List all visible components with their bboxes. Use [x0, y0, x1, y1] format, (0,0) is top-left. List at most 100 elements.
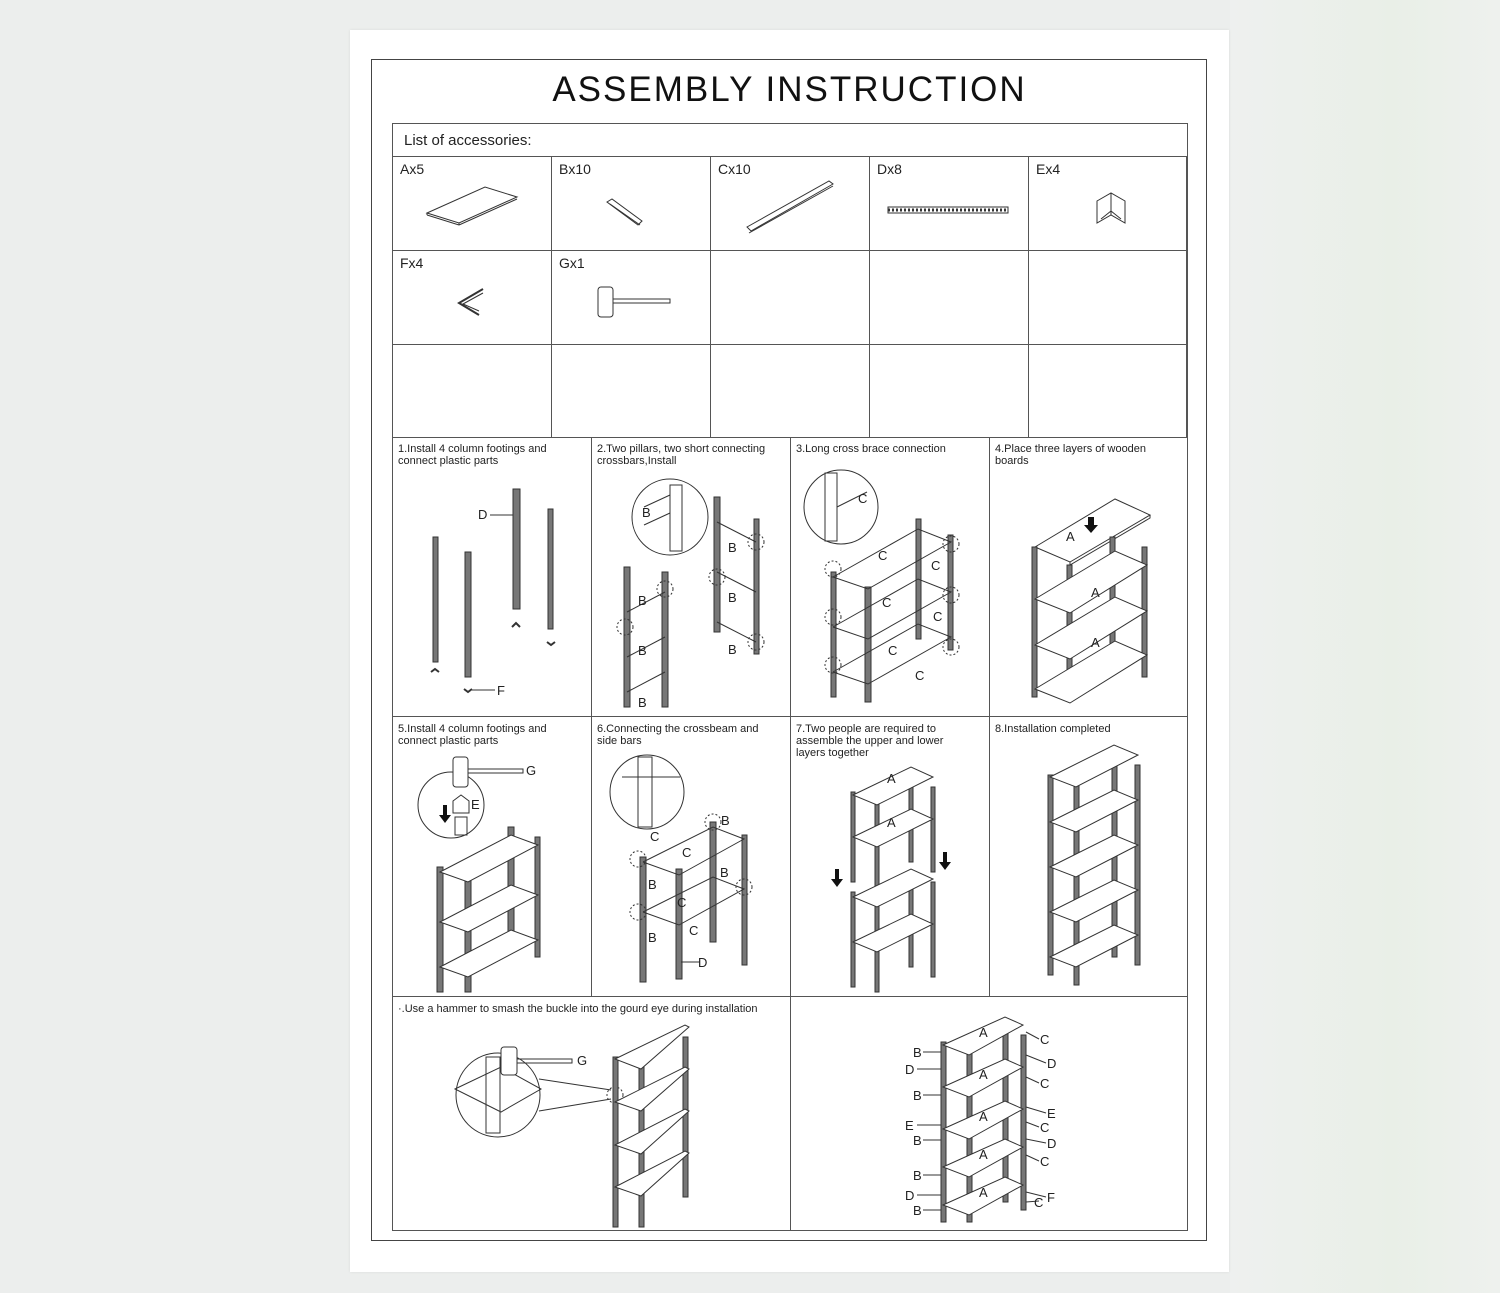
- step-caption: 1.Install 4 column footings and connect …: [398, 443, 547, 467]
- part-label: B: [638, 593, 647, 608]
- part-label: F: [497, 683, 505, 698]
- exploded-view-illustration: B D B E B B D B C D C E C D C F C A A A: [905, 1016, 1056, 1223]
- part-label: C: [858, 491, 867, 506]
- accessory-cell-empty: [711, 251, 870, 345]
- part-label: D: [1047, 1056, 1056, 1071]
- part-label: B: [638, 695, 647, 710]
- part-label: B: [648, 877, 657, 892]
- step-1: 1.Install 4 column footings and connect …: [393, 437, 592, 717]
- accessory-cell-empty: [552, 345, 711, 437]
- part-label: B: [721, 813, 730, 828]
- part-label: B: [648, 930, 657, 945]
- part-label: E: [1047, 1106, 1056, 1121]
- foot-bracket-icon: [457, 288, 484, 316]
- step-8-illustration: [1047, 744, 1141, 986]
- sheet-frame: [371, 59, 1207, 1241]
- step-4-illustration: A A A: [1031, 498, 1152, 704]
- step-caption: 3.Long cross brace connection: [796, 443, 946, 455]
- shelf-label: A: [979, 1109, 988, 1124]
- step-3: 3.Long cross brace connection C C: [791, 437, 990, 717]
- accessory-cell-e: Ex4: [1029, 157, 1187, 251]
- part-label: G: [526, 763, 536, 778]
- step-5: 5.Install 4 column footings and connect …: [393, 717, 592, 997]
- part-label: C: [689, 923, 698, 938]
- part-label: F: [1047, 1190, 1055, 1205]
- part-label: C: [888, 643, 897, 658]
- background-glow: [1230, 0, 1500, 1293]
- part-label: C: [1040, 1154, 1049, 1169]
- part-label: B: [720, 865, 729, 880]
- accessory-cell-c: Cx10: [711, 157, 870, 251]
- part-label: D: [1047, 1136, 1056, 1151]
- hammer-note: ·.Use a hammer to smash the buckle into …: [393, 997, 791, 1230]
- note-caption: ·.Use a hammer to smash the buckle into …: [398, 1003, 758, 1015]
- corner-cap-icon: [1096, 192, 1126, 224]
- part-label: C: [1034, 1195, 1043, 1210]
- accessory-label: Gx1: [559, 255, 585, 271]
- part-label: D: [905, 1188, 914, 1203]
- accessory-cell-a: Ax5: [393, 157, 552, 251]
- steps-grid: 1.Install 4 column footings and connect …: [392, 437, 1188, 1231]
- accessory-cell-empty: [1029, 251, 1187, 345]
- accessory-cell-empty: [870, 345, 1029, 437]
- part-label: A: [887, 771, 896, 786]
- part-label: C: [915, 668, 924, 683]
- part-label: C: [878, 548, 887, 563]
- shelf-label: A: [979, 1067, 988, 1082]
- part-label: B: [728, 590, 737, 605]
- accessory-cell-empty: [393, 345, 552, 437]
- part-label: A: [1066, 529, 1075, 544]
- part-label: B: [642, 505, 651, 520]
- part-label: C: [882, 595, 891, 610]
- part-label: C: [677, 895, 686, 910]
- accessory-cell-b: Bx10: [552, 157, 711, 251]
- step-2: 2.Two pillars, two short connecting cros…: [592, 437, 791, 717]
- part-label: B: [913, 1045, 922, 1060]
- shelf-label: A: [979, 1185, 988, 1200]
- part-label: C: [1040, 1120, 1049, 1135]
- part-label: D: [698, 955, 707, 970]
- accessory-cell-empty: [870, 251, 1029, 345]
- step-caption: 8.Installation completed: [995, 723, 1111, 735]
- part-label: A: [887, 815, 896, 830]
- accessories-table: List of accessories: Ax5 Bx10 Cx10: [392, 123, 1188, 438]
- part-label: B: [913, 1168, 922, 1183]
- step-caption: 5.Install 4 column footings and connect …: [398, 723, 547, 747]
- part-label: C: [650, 829, 659, 844]
- page-title: ASSEMBLY INSTRUCTION: [552, 70, 1027, 109]
- step-caption: 4.Place three layers of wooden boards: [995, 443, 1147, 467]
- step-caption: 7.Two people are required to assemble th…: [796, 723, 944, 759]
- shelf-label: A: [979, 1147, 988, 1162]
- shelf-label: A: [979, 1025, 988, 1040]
- part-label: B: [913, 1088, 922, 1103]
- short-crossbar-icon: [606, 198, 643, 226]
- part-label: A: [1091, 635, 1100, 650]
- accessory-cell-d: Dx8: [870, 157, 1029, 251]
- step-6: 6.Connecting the crossbeam and side bars…: [592, 717, 791, 997]
- part-label: G: [577, 1053, 587, 1068]
- accessory-label: Bx10: [559, 161, 591, 177]
- exploded-view: B D B E B B D B C D C E C D C F C A A A: [791, 997, 1187, 1230]
- column-icon: [887, 206, 1009, 214]
- accessory-cell-empty: [711, 345, 870, 437]
- hammer-icon: [597, 286, 671, 318]
- part-label: E: [905, 1118, 914, 1133]
- part-label: B: [728, 642, 737, 657]
- accessory-label: Cx10: [718, 161, 751, 177]
- part-label: D: [905, 1062, 914, 1077]
- part-label: B: [638, 643, 647, 658]
- step-7-illustration: A A: [831, 766, 951, 993]
- step-4: 4.Place three layers of wooden boards A …: [990, 437, 1187, 717]
- part-label: A: [1091, 585, 1100, 600]
- long-crossbar-icon: [746, 180, 834, 234]
- part-label: E: [471, 797, 480, 812]
- part-label: C: [682, 845, 691, 860]
- part-label: D: [478, 507, 487, 522]
- step-caption: 2.Two pillars, two short connecting cros…: [597, 443, 766, 467]
- instruction-sheet: ASSEMBLY INSTRUCTION List of accessories…: [350, 30, 1229, 1272]
- step-2-illustration: B B B B B B B: [616, 478, 765, 710]
- part-label: C: [1040, 1032, 1049, 1047]
- accessory-label: Ex4: [1036, 161, 1061, 177]
- part-label: C: [933, 609, 942, 624]
- accessories-header: List of accessories:: [393, 124, 1187, 157]
